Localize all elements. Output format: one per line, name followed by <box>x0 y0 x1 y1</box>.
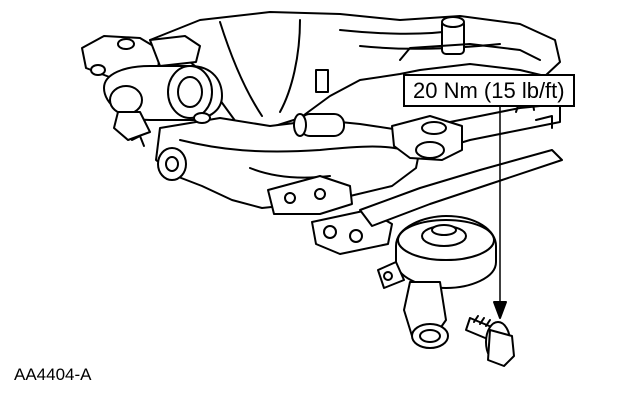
intake-manifold <box>149 11 561 131</box>
throttle-body <box>81 35 223 147</box>
figure-id: AA4404-A <box>14 365 92 384</box>
support-rail <box>359 97 563 227</box>
egr-valve <box>377 215 497 349</box>
torque-callout: 20 Nm (15 lb/ft) <box>403 74 575 107</box>
bolt <box>465 315 515 367</box>
callout-arrow <box>493 105 507 319</box>
